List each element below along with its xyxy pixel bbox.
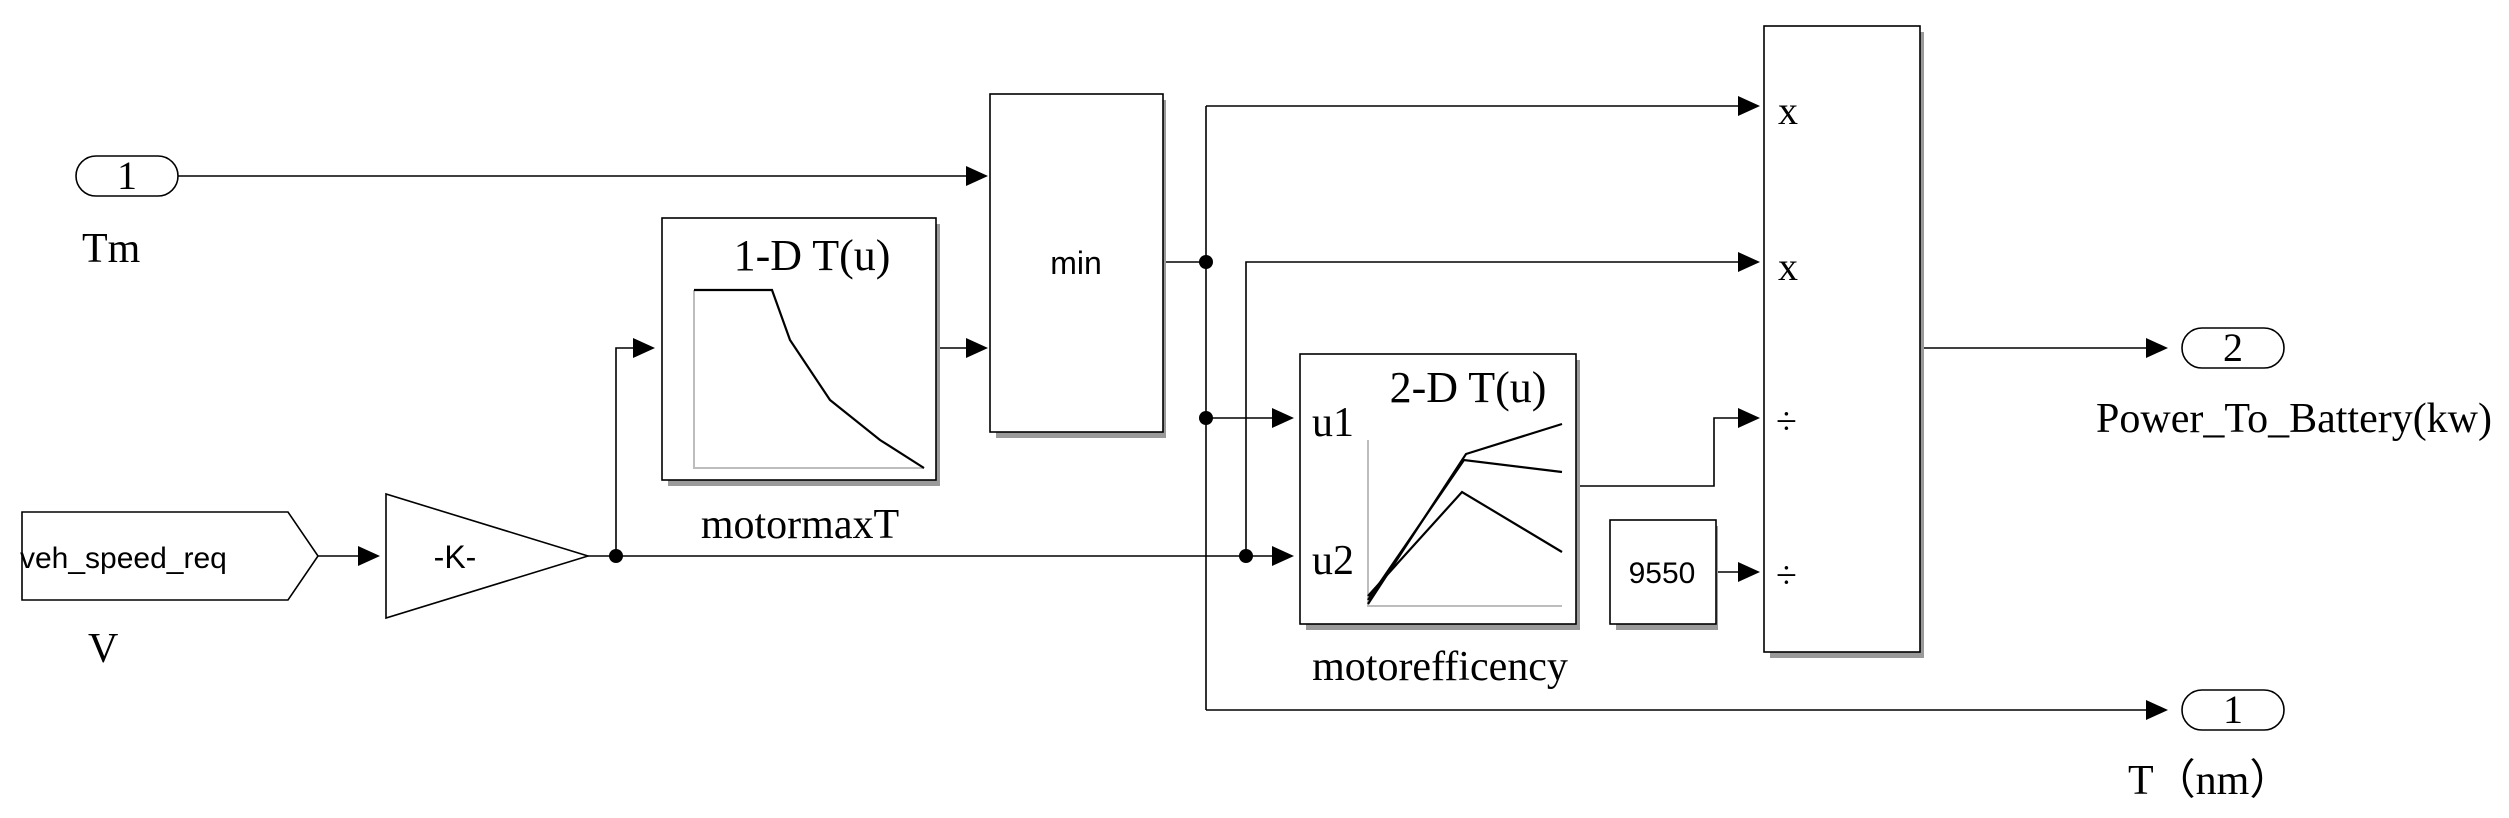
from-block-tag: veh_speed_req	[20, 542, 227, 575]
arrowhead-min-in1	[966, 166, 988, 186]
outport-torque-number: 1	[2223, 687, 2243, 732]
arrowhead-u2-in	[1272, 546, 1294, 566]
wire-gain-to-1d[interactable]	[615, 347, 645, 556]
lookup-2d-port-u1: u1	[1312, 400, 1354, 446]
minmax-shape[interactable]	[989, 93, 1164, 433]
arrowheads	[358, 96, 2168, 720]
arrowhead-1d-in	[633, 338, 655, 358]
inport-tm-number: 1	[117, 153, 137, 198]
branch-point-min-top	[1199, 255, 1213, 269]
outport-torque[interactable]: 1 T（nm）	[2128, 687, 2291, 804]
product-port-3: ÷	[1776, 401, 1797, 443]
inport-tm-shape[interactable]	[75, 155, 179, 197]
outport-power-label: Power_To_Battery(kw)	[2096, 396, 2492, 442]
arrowhead-product-x1	[1738, 96, 1760, 116]
outport-power[interactable]: 2 Power_To_Battery(kw)	[2096, 325, 2492, 442]
arrowhead-outport-power	[2146, 338, 2168, 358]
minmax-block[interactable]: min	[989, 93, 1166, 438]
gain-block-shape[interactable]	[385, 492, 591, 620]
product-shape[interactable]	[1763, 25, 1921, 653]
branch-points	[609, 255, 1253, 563]
arrowhead-product-x2	[1738, 252, 1760, 272]
minmax-text: min	[1050, 245, 1102, 281]
product-block[interactable]: x x ÷ ÷	[1763, 25, 1924, 658]
gain-block[interactable]: -K-	[385, 492, 591, 620]
branch-point-min-u1	[1199, 411, 1213, 425]
product-port-2: x	[1778, 244, 1798, 289]
gain-block-text: -K-	[434, 539, 477, 575]
wire-2d-to-product-div1[interactable]	[1576, 417, 1748, 487]
branch-point-u2	[1239, 549, 1253, 563]
branch-point-gain	[609, 549, 623, 563]
outport-torque-shape[interactable]	[2181, 689, 2285, 731]
lookup-1d-shape[interactable]	[661, 217, 937, 481]
lookup-2d-curve-3	[1367, 490, 1563, 597]
from-block-veh-speed[interactable]: veh_speed_req V	[20, 511, 319, 672]
arrowhead-outport-t	[2146, 700, 2168, 720]
wire-u2-to-product-x2[interactable]	[1245, 261, 1748, 556]
lookup-1d-plot	[693, 288, 925, 469]
outport-torque-label: T（nm）	[2128, 758, 2291, 804]
inport-tm[interactable]: 1 Tm	[75, 153, 179, 272]
inport-tm-label: Tm	[82, 226, 141, 272]
constant-block[interactable]: 9550	[1609, 519, 1718, 630]
lookup-2d-plot	[1367, 422, 1563, 607]
signal-lines	[178, 105, 2156, 711]
lookup-1d-label: motormaxT	[701, 502, 899, 548]
lookup-2d-block[interactable]: 2-D T(u) u1 u2 motorefficency	[1299, 353, 1580, 690]
constant-value: 9550	[1629, 557, 1696, 590]
lookup-2d-curve-2	[1367, 458, 1563, 601]
arrowhead-min-in2	[966, 338, 988, 358]
lookup-1d-title: 1-D T(u)	[734, 231, 891, 280]
lookup-2d-port-u2: u2	[1312, 538, 1354, 584]
lookup-2d-shape[interactable]	[1299, 353, 1577, 625]
constant-shape[interactable]	[1609, 519, 1717, 625]
arrowhead-product-div2	[1738, 562, 1760, 582]
lookup-1d-curve	[694, 288, 925, 469]
lookup-1d-block[interactable]: 1-D T(u) motormaxT	[661, 217, 940, 548]
arrowhead-product-div1	[1738, 408, 1760, 428]
lookup-2d-label: motorefficency	[1312, 644, 1568, 690]
outport-power-shape[interactable]	[2181, 327, 2285, 369]
from-block-label: V	[88, 626, 118, 672]
arrowhead-gain-in	[358, 546, 380, 566]
arrowhead-u1-in	[1272, 408, 1294, 428]
product-port-1: x	[1778, 88, 1798, 133]
lookup-2d-title: 2-D T(u)	[1390, 363, 1547, 412]
product-port-4: ÷	[1776, 555, 1797, 597]
from-block-shape[interactable]	[21, 511, 319, 601]
outport-power-number: 2	[2223, 325, 2243, 370]
